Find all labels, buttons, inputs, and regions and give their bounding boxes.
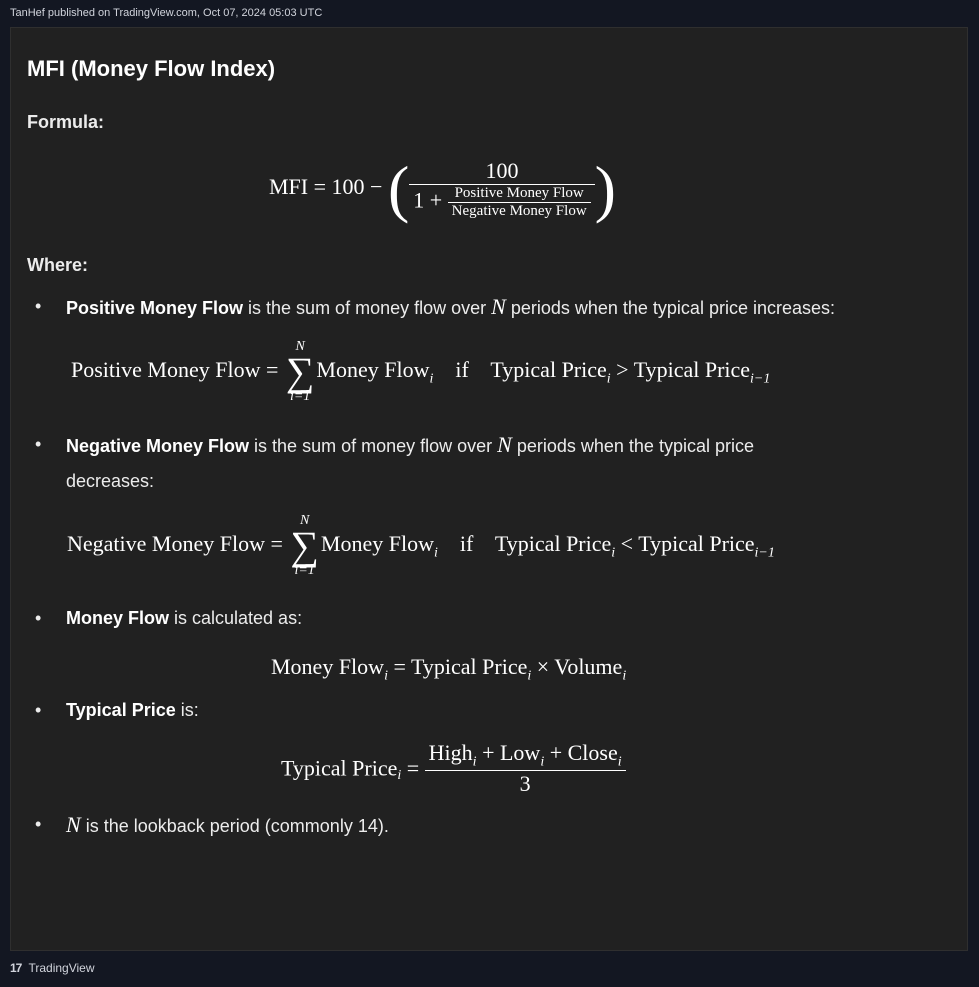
- mfi-denominator: 1 + Positive Money Flow Negative Money F…: [409, 185, 594, 220]
- subscript: i: [606, 371, 611, 387]
- term-negative: Negative Money Flow: [66, 436, 250, 456]
- page-title: MFI (Money Flow Index): [27, 56, 276, 81]
- var-n: N: [66, 812, 81, 837]
- var-n: N: [491, 294, 506, 319]
- num-low: Low: [499, 740, 541, 765]
- subscript: i: [611, 545, 616, 561]
- mfi-lhs: MFI = 100 −: [269, 174, 383, 200]
- bullet-text: periods when the typical price decreases…: [66, 436, 754, 491]
- eq-cond-b: Typical Price: [633, 357, 751, 383]
- list-item: • N is the lookback period (commonly 14)…: [35, 807, 935, 844]
- eq-cond-a: Typical Price: [490, 357, 607, 383]
- bullet-text: is the lookback period (commonly 14).: [85, 816, 389, 836]
- publish-info: TanHef published on TradingView.com, Oct…: [10, 7, 323, 19]
- eq-lhs: Negative Money Flow =: [67, 531, 283, 557]
- num-high: High: [428, 740, 473, 765]
- list-item: • Money Flow is calculated as:: [35, 601, 935, 636]
- eq-times: ×: [536, 654, 550, 679]
- eq-cond-b: Typical Price: [638, 531, 755, 557]
- typical-price-equation: Typical Pricei = Highi + Lowi + Closei 3: [281, 740, 626, 797]
- subscript: i: [527, 668, 532, 684]
- bullet-dot: •: [35, 608, 42, 628]
- den-prefix: 1 +: [413, 187, 443, 213]
- bullet-dot: •: [35, 814, 42, 834]
- right-paren: ): [594, 153, 616, 224]
- eq-lhs: Positive Money Flow =: [71, 357, 279, 383]
- den-three: 3: [519, 771, 531, 797]
- content-card: MFI (Money Flow Index) Formula: MFI = 10…: [10, 27, 968, 951]
- bullet-dot: •: [35, 434, 42, 454]
- bullet-text: periods when the typical price increases…: [505, 298, 835, 318]
- sigma-icon: N∑i=1: [285, 339, 315, 404]
- eq-op: <: [620, 531, 634, 557]
- eq-term: Money Flow: [316, 357, 430, 383]
- brand-name: TradingView: [28, 961, 95, 975]
- eq-term: Typical Price: [410, 654, 528, 679]
- eq-equals: =: [393, 654, 406, 679]
- eq-term: Volume: [554, 654, 623, 679]
- eq-lhs: Typical Price: [281, 755, 398, 781]
- subscript: i: [622, 668, 627, 684]
- money-flow-equation: Money Flowi = Typical Pricei × Volumei: [271, 654, 626, 684]
- list-item: • Positive Money Flow is the sum of mone…: [35, 289, 935, 326]
- ratio-fraction: Positive Money Flow Negative Money Flow: [447, 185, 591, 220]
- eq-op: >: [616, 357, 629, 383]
- num-close: Close: [567, 740, 618, 765]
- eq-cond-a: Typical Price: [494, 531, 612, 557]
- ratio-numerator: Positive Money Flow: [447, 185, 591, 203]
- term-typical-price: Typical Price: [66, 700, 176, 720]
- subscript: i−1: [754, 545, 775, 561]
- typical-fraction: Highi + Lowi + Closei 3: [424, 740, 626, 797]
- subscript: i: [429, 371, 434, 387]
- where-label: Where:: [27, 255, 89, 275]
- tradingview-brand[interactable]: 17 TradingView: [10, 961, 95, 975]
- bullet-text: is calculated as:: [169, 608, 303, 628]
- list-item: • Typical Price is:: [35, 693, 935, 728]
- subscript: i: [384, 668, 388, 684]
- ratio-denominator: Negative Money Flow: [451, 203, 587, 219]
- bullet-dot: •: [35, 700, 42, 720]
- mfi-formula: MFI = 100 − ( 100 1 + Positive Money Flo…: [269, 152, 616, 226]
- eq-term: Money Flow: [271, 654, 385, 679]
- eq-term: Money Flow: [320, 531, 434, 557]
- var-n: N: [497, 432, 512, 457]
- tradingview-logo-icon: 17: [10, 961, 22, 975]
- left-paren: (: [387, 153, 410, 224]
- formula-label: Formula:: [27, 112, 105, 132]
- mfi-fraction: 100 1 + Positive Money Flow Negative Mon…: [409, 158, 595, 220]
- eq-equals: =: [406, 755, 420, 781]
- bullet-text: is the sum of money flow over: [249, 436, 498, 456]
- subscript: i: [433, 545, 438, 561]
- eq-if: if: [455, 357, 469, 383]
- term-positive: Positive Money Flow: [66, 298, 244, 318]
- bullet-text: is:: [175, 700, 199, 720]
- list-item: • Negative Money Flow is the sum of mone…: [35, 427, 815, 499]
- subscript: i−1: [750, 371, 771, 387]
- bullet-text: is the sum of money flow over: [243, 298, 492, 318]
- mfi-numerator: 100: [409, 158, 595, 185]
- bullet-dot: •: [35, 296, 42, 316]
- subscript: i: [397, 768, 402, 784]
- sigma-icon: N∑i=1: [290, 513, 319, 578]
- eq-if: if: [459, 531, 474, 557]
- term-money-flow: Money Flow: [66, 608, 169, 628]
